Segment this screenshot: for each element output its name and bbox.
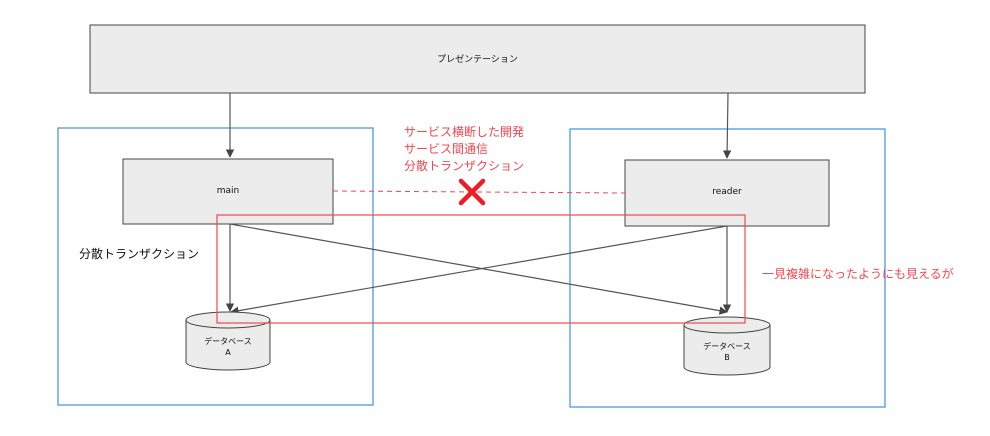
cross-service-note-line: 分散トランザクション [404, 159, 525, 173]
x-mark-icon [458, 178, 486, 206]
distributed-transaction-label: 分散トランザクション [79, 247, 200, 261]
database-a-id: A [225, 348, 231, 357]
main-service-box [122, 158, 334, 225]
database-a-cylinder [185, 311, 271, 371]
distributed-transaction-frame [216, 214, 746, 324]
presentation-box [89, 24, 866, 94]
presentation-to-reader-arrow [722, 92, 732, 159]
cross-service-note-line: サービス横断した開発 [404, 125, 525, 139]
cross-service-note-line: サービス間通信 [404, 142, 489, 156]
main-service-label: main [216, 186, 240, 196]
cross-service-dashed-line [332, 190, 626, 194]
main-service-frame [57, 127, 374, 406]
main-to-db-b-arrow [229, 223, 728, 315]
database-b-name: データベース [703, 342, 751, 351]
reader-to-db-a-arrow [230, 225, 728, 315]
database-b-cylinder [683, 316, 771, 376]
database-b-label: データベース B [684, 341, 770, 363]
complexity-note: 一見複雑になったようにも見えるが [762, 267, 954, 281]
database-a-label: データベース A [186, 336, 270, 358]
database-a-name: データベース [204, 337, 252, 346]
cross-service-note: サービス横断した開発 サービス間通信 分散トランザクション [404, 124, 524, 175]
reader-service-label: reader [712, 187, 742, 197]
presentation-label: プレゼンテーション [437, 55, 518, 65]
database-b-id: B [724, 353, 730, 362]
